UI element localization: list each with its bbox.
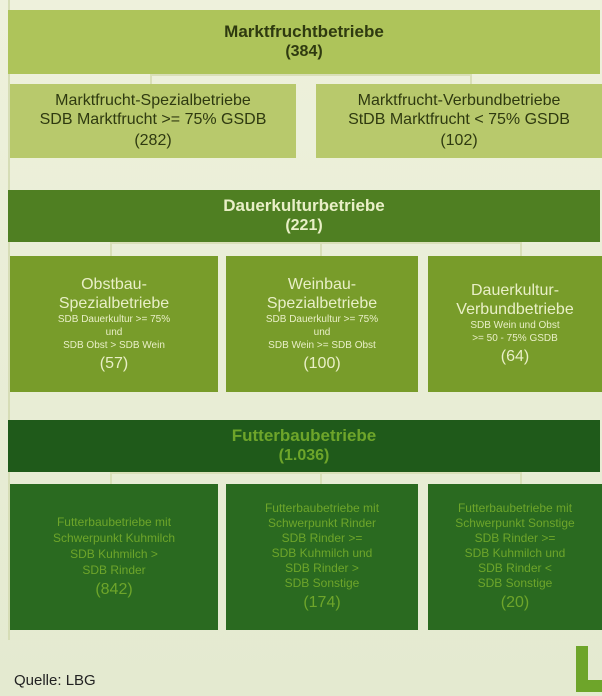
- box-count: (842): [95, 581, 133, 598]
- marktfrucht-spezial-box: Marktfrucht-Spezialbetriebe SDB Marktfru…: [10, 84, 296, 158]
- section-count: (221): [285, 217, 323, 234]
- box-line: SDB Sonstige: [477, 576, 553, 590]
- futterbau-rinder-box: Futterbaubetriebe mit Schwerpunkt Rinder…: [226, 484, 418, 630]
- box-detail: SDB Obst > SDB Wein: [63, 339, 165, 351]
- box-line: SDB Rinder <: [478, 561, 552, 575]
- box-title-line: Dauerkultur-: [470, 282, 560, 299]
- section-count: (384): [285, 43, 323, 60]
- lbg-logo-icon: [576, 646, 602, 692]
- box-line: Marktfrucht-Verbundbetriebe: [357, 92, 561, 109]
- box-title-line: Spezialbetriebe: [58, 294, 170, 312]
- box-detail: SDB Wein und Obst: [470, 320, 560, 331]
- connector: [150, 74, 472, 76]
- box-count: (282): [134, 132, 172, 149]
- box-line: Futterbaubetriebe mit: [264, 501, 380, 515]
- connector: [320, 242, 322, 256]
- box-line: SDB Rinder >=: [474, 531, 556, 545]
- section-title: Marktfruchtbetriebe: [224, 22, 384, 41]
- box-line: Marktfrucht-Spezialbetriebe: [55, 92, 251, 109]
- dauerkultur-verbund-box: Dauerkultur- Verbundbetriebe SDB Wein un…: [428, 256, 602, 392]
- box-line: SDB Rinder: [82, 563, 146, 577]
- box-line: SDB Kuhmilch und: [271, 546, 373, 560]
- connector: [110, 242, 112, 256]
- futterbau-sonstige-box: Futterbaubetriebe mit Schwerpunkt Sonsti…: [428, 484, 602, 630]
- box-count: (174): [303, 594, 341, 611]
- connector: [470, 74, 472, 84]
- box-detail: >= 50 - 75% GSDB: [472, 333, 558, 344]
- box-count: (100): [303, 354, 341, 372]
- futterbau-header: Futterbaubetriebe (1.036): [8, 420, 600, 472]
- weinbau-box: Weinbau- Spezialbetriebe SDB Dauerkultur…: [226, 256, 418, 392]
- box-line: SDB Kuhmilch und: [464, 546, 566, 560]
- box-line: Futterbaubetriebe mit: [56, 515, 172, 529]
- left-rule: [8, 0, 10, 640]
- connector: [520, 472, 522, 484]
- box-line: SDB Marktfrucht >= 75% GSDB: [39, 111, 267, 128]
- obstbau-box: Obstbau- Spezialbetriebe SDB Dauerkultur…: [10, 256, 218, 392]
- futterbau-kuhmilch-box: Futterbaubetriebe mit Schwerpunkt Kuhmil…: [10, 484, 218, 630]
- section-count: (1.036): [278, 447, 330, 464]
- box-line: Schwerpunkt Sonstige: [455, 516, 575, 530]
- box-detail: und: [313, 326, 331, 338]
- box-count: (64): [500, 348, 530, 365]
- box-line: SDB Rinder >=: [281, 531, 363, 545]
- box-title-line: Obstbau-: [81, 275, 147, 293]
- dauerkultur-header: Dauerkulturbetriebe (221): [8, 190, 600, 242]
- box-detail: SDB Wein >= SDB Obst: [268, 339, 376, 351]
- connector: [150, 74, 152, 84]
- section-title: Futterbaubetriebe: [231, 426, 377, 445]
- marktfrucht-header: Marktfruchtbetriebe (384): [8, 10, 600, 74]
- box-line: SDB Rinder >: [285, 561, 359, 575]
- section-title: Dauerkulturbetriebe: [223, 196, 385, 215]
- box-title-line: Verbundbetriebe: [456, 301, 574, 318]
- box-count: (20): [500, 594, 530, 611]
- box-line: StDB Marktfrucht < 75% GSDB: [348, 111, 570, 128]
- connector: [110, 472, 112, 484]
- box-title-line: Weinbau-: [287, 275, 357, 293]
- marktfrucht-verbund-box: Marktfrucht-Verbundbetriebe StDB Marktfr…: [316, 84, 602, 158]
- connector: [320, 472, 322, 484]
- box-line: SDB Kuhmilch >: [70, 547, 158, 561]
- box-title-line: Spezialbetriebe: [266, 294, 378, 312]
- box-count: (102): [440, 132, 478, 149]
- box-count: (57): [99, 354, 129, 372]
- connector: [520, 242, 522, 256]
- connector: [110, 242, 522, 244]
- box-detail: SDB Dauerkultur >= 75%: [265, 313, 379, 325]
- box-detail: SDB Dauerkultur >= 75%: [57, 313, 171, 325]
- source-caption: Quelle: LBG: [14, 672, 96, 689]
- box-line: Schwerpunkt Rinder: [267, 516, 377, 530]
- box-line: SDB Sonstige: [284, 576, 360, 590]
- box-line: Schwerpunkt Kuhmilch: [52, 531, 176, 545]
- connector: [110, 472, 522, 474]
- box-detail: und: [105, 326, 123, 338]
- box-line: Futterbaubetriebe mit: [457, 501, 573, 515]
